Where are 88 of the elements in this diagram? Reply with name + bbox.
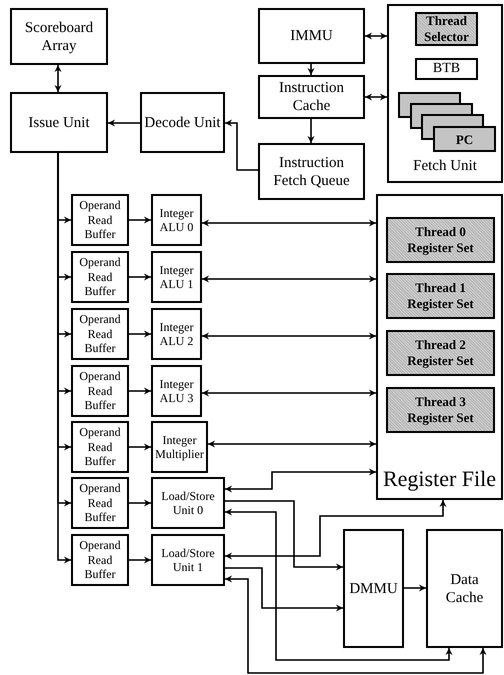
block-label: Load/Store Unit 0 xyxy=(160,488,216,518)
block-label: Register File xyxy=(382,466,496,492)
block-label: Thread 2 Register Set xyxy=(406,337,475,369)
arrow xyxy=(365,32,387,40)
block-label: Thread 1 Register Set xyxy=(406,280,475,312)
arrow xyxy=(225,500,446,560)
block-label: Operand Read Buffer xyxy=(78,425,122,469)
shaded-block xyxy=(386,217,495,263)
block xyxy=(71,365,129,417)
block-label: Operand Read Buffer xyxy=(78,538,122,582)
block-label: Integer ALU 3 xyxy=(158,376,194,406)
block xyxy=(151,534,225,586)
block xyxy=(71,477,129,529)
block xyxy=(71,534,129,586)
arrow xyxy=(225,508,452,661)
block-label: Integer ALU 2 xyxy=(158,320,194,348)
block-label: IMMU xyxy=(290,27,333,45)
arrow xyxy=(404,584,426,592)
block-label: Operand Read Buffer xyxy=(78,369,122,413)
block xyxy=(10,8,108,65)
arrow xyxy=(225,500,343,570)
arrow xyxy=(129,274,151,280)
shaded-block xyxy=(386,273,495,319)
block xyxy=(151,251,202,303)
block-label: Thread Selector xyxy=(423,13,470,45)
shaded-block xyxy=(386,387,495,433)
arrow xyxy=(225,468,376,492)
arrow xyxy=(129,500,151,506)
block xyxy=(140,92,225,153)
stacked-boxes xyxy=(398,92,496,152)
register-file-panel xyxy=(376,194,503,500)
block-label: Operand Read Buffer xyxy=(78,312,122,356)
block-label: Instruction Fetch Queue xyxy=(272,154,351,190)
arrow xyxy=(202,390,376,396)
arrow xyxy=(129,556,151,564)
block-label: Data Cache xyxy=(444,570,484,606)
arrow xyxy=(54,65,62,92)
block xyxy=(258,8,365,64)
block xyxy=(426,529,503,648)
arrow xyxy=(308,119,314,143)
block xyxy=(415,58,478,80)
shaded-block xyxy=(386,330,495,376)
block-label: Integer ALU 1 xyxy=(158,262,194,292)
arrow xyxy=(225,120,258,171)
block xyxy=(343,529,404,648)
block-label: Instruction Cache xyxy=(278,79,345,115)
block-label: Fetch Unit xyxy=(413,157,477,175)
block-label: BTB xyxy=(432,60,460,78)
arrow xyxy=(202,220,376,226)
block xyxy=(151,308,202,360)
shaded-block xyxy=(415,12,478,46)
block-label: Decode Unit xyxy=(144,114,221,132)
block-label: Thread 0 Register Set xyxy=(406,224,475,256)
block xyxy=(10,92,108,153)
block xyxy=(151,421,208,473)
block-label: Issue Unit xyxy=(28,114,90,132)
block xyxy=(258,75,365,119)
block xyxy=(71,194,129,246)
arrow xyxy=(202,332,376,340)
block-label: PC xyxy=(454,130,474,148)
block xyxy=(151,194,202,246)
block xyxy=(71,421,129,473)
arrow xyxy=(202,276,376,282)
block xyxy=(151,365,202,417)
arrow xyxy=(308,64,314,75)
arrow xyxy=(225,567,343,612)
block-label: Scoreboard Array xyxy=(24,18,94,54)
fetch-unit-panel xyxy=(387,4,503,183)
block xyxy=(71,251,129,303)
block-label: Integer Multiplier xyxy=(155,432,204,462)
arrow xyxy=(225,576,486,674)
block-label: Thread 3 Register Set xyxy=(406,394,475,426)
block-label: Load/Store Unit 1 xyxy=(160,546,216,574)
arrow xyxy=(129,330,151,338)
arrow xyxy=(129,444,151,450)
arrow xyxy=(208,440,376,448)
block xyxy=(258,143,365,200)
arrow xyxy=(129,388,151,394)
arrow xyxy=(365,94,387,100)
block-label: Integer ALU 0 xyxy=(158,206,194,234)
block-label: Operand Read Buffer xyxy=(78,198,122,242)
block xyxy=(71,308,129,360)
block xyxy=(151,477,225,529)
arrow xyxy=(129,216,151,224)
arrow xyxy=(108,120,140,126)
block-label: Operand Read Buffer xyxy=(78,481,122,525)
block-label: Operand Read Buffer xyxy=(78,255,122,299)
block-label: DMMU xyxy=(349,580,398,598)
